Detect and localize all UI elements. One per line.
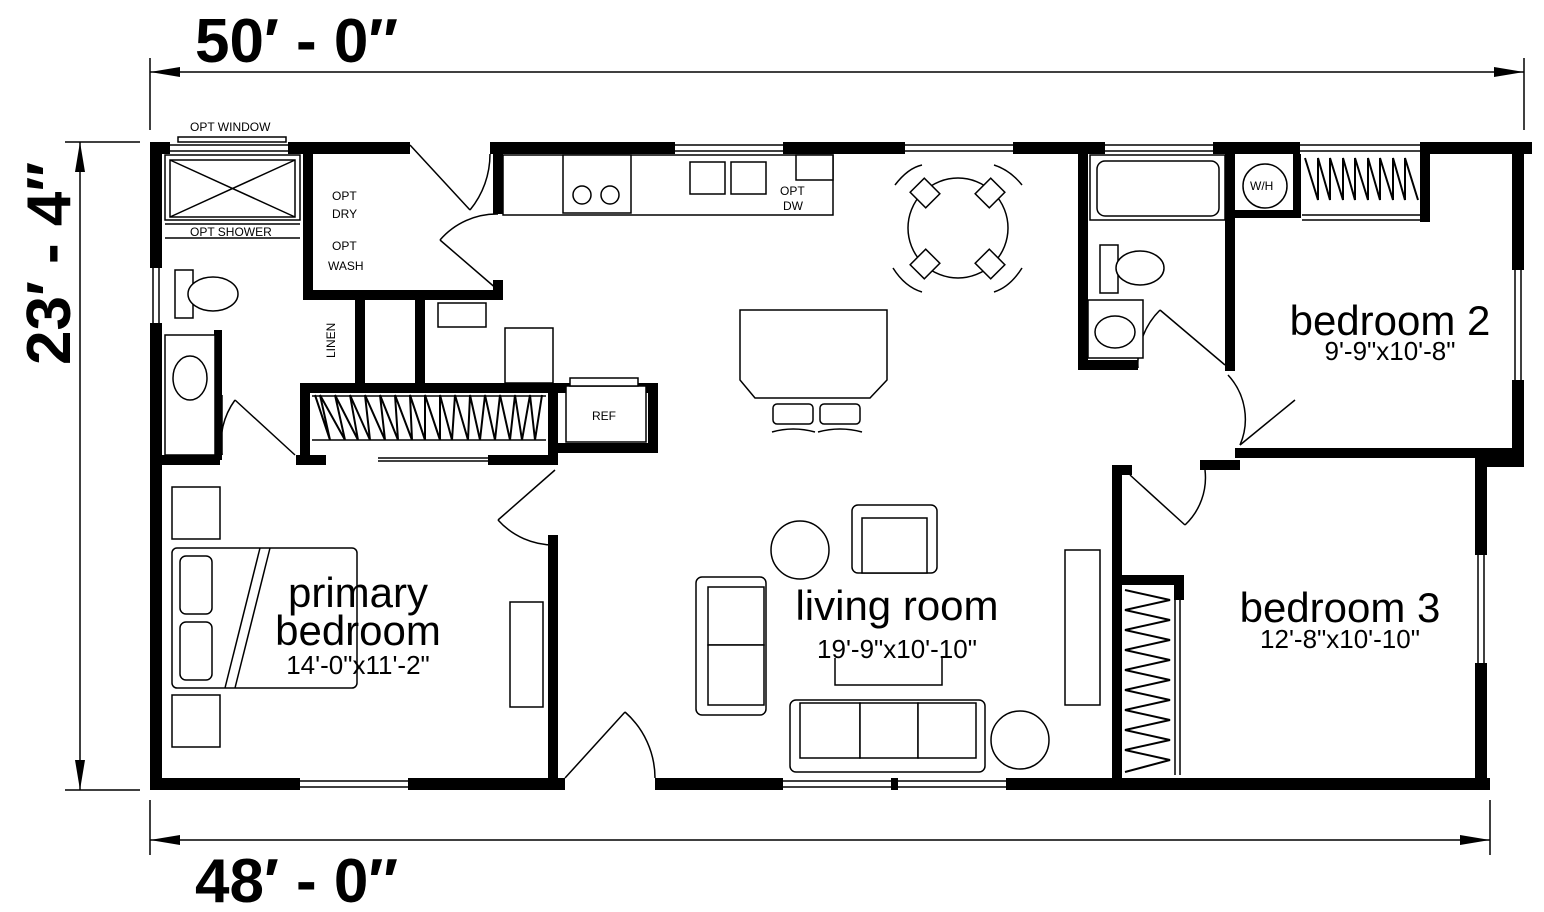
sink-icon [1087,299,1144,359]
sink-icon [164,334,216,456]
nightstand [171,694,221,748]
side-table [770,520,830,580]
nightstand [171,486,221,540]
side-table [990,710,1050,770]
living-room-furniture [695,504,1101,773]
range-icon [562,154,632,214]
bedroom3-closet [1124,589,1181,775]
bed-icon [171,547,358,689]
opt-dw-label-2: DW [783,199,804,213]
toilet-icon [1099,244,1165,294]
left-depth-label: 23′ - 4″ [15,162,84,365]
kitchen-island [739,309,888,433]
loveseat-icon [695,576,767,716]
dimension-bottom: 48′ - 0″ [149,800,1491,912]
armchair-icon [851,504,938,574]
opt-window-symbol [177,136,287,143]
bedroom2-name: bedroom 2 [1290,297,1491,344]
primary-bedroom-name-1: primary [288,569,428,616]
linen-label: LINEN [324,323,338,358]
dresser [509,601,544,708]
bedroom3-size: 12'-8"x10'-10" [1260,624,1420,654]
dishwasher-icon [795,154,834,181]
tv-console [1064,549,1101,706]
ref-label: REF [592,409,616,423]
water-heater-icon: W/H [1242,163,1288,209]
opt-window-label: OPT WINDOW [190,120,271,134]
primary-bath: OPT WINDOW OPT SHOWER [164,120,301,456]
primary-bedroom-furniture [171,486,544,748]
pantry-shelf [504,327,554,384]
opt-wash-label-2: WASH [328,259,364,273]
opt-dry-label-2: DRY [332,207,357,221]
exterior-walls [150,142,1532,790]
opt-shower-label: OPT SHOWER [190,225,272,239]
top-width-label: 50′ - 0″ [195,7,398,76]
interior-walls [150,154,1524,785]
opt-dry-label-1: OPT [332,189,357,203]
bottom-width-label: 48′ - 0″ [195,847,398,912]
bedroom3-name: bedroom 3 [1240,584,1441,631]
bedroom2-closet [1302,157,1420,221]
sofa-icon [789,699,986,773]
cabinet-icon [437,302,487,328]
living-room-name: living room [795,582,998,629]
primary-bedroom-size: 14'-0"x11'-2" [286,650,430,680]
opt-wash-label-1: OPT [332,239,357,253]
wh-label: W/H [1250,179,1273,193]
bath-2: W/H [1087,154,1288,359]
dimension-top: 50′ - 0″ [149,7,1525,130]
doors [220,144,1296,779]
opt-dw-label-1: OPT [780,184,805,198]
kitchen: OPT DW REF [502,154,1023,443]
primary-bedroom-name-2: bedroom [275,607,441,654]
room-labels: primary bedroom 14'-0"x11'-2" living roo… [275,297,1490,680]
toilet-icon [174,269,239,319]
dining-table [892,164,1023,293]
windows [150,142,1524,790]
dimension-left: 23′ - 4″ [15,141,140,791]
laundry: OPT DRY OPT WASH LINEN [324,189,554,384]
refrigerator-icon: REF [565,377,647,443]
sink-icon [689,161,726,195]
living-room-size: 19'-9"x10'-10" [817,634,977,664]
bedroom2-size: 9'-9"x10'-8" [1324,336,1455,366]
primary-closet [312,394,546,462]
